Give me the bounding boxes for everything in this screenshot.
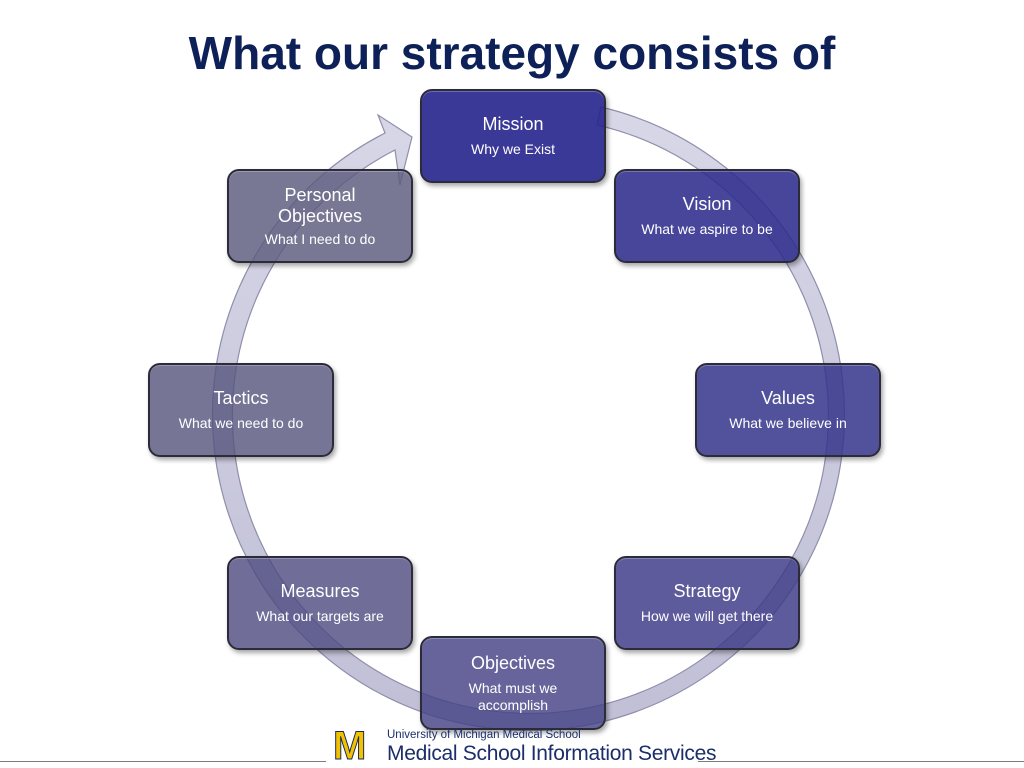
node-mission-title: Mission	[482, 114, 544, 134]
footer-university-text: University of Michigan Medical School	[387, 729, 581, 741]
node-tactics-title: Tactics	[213, 388, 269, 408]
node-measures: Measures What our targets are	[227, 556, 413, 650]
node-mission-subtitle: Why we Exist	[470, 141, 555, 157]
slide-title: What our strategy consists of	[188, 27, 836, 79]
footer-divider-right	[698, 761, 1024, 762]
node-measures-subtitle: What our targets are	[256, 608, 384, 624]
node-objectives-title: Objectives	[470, 652, 556, 673]
node-personal-objectives-title: Personal Objectives	[277, 184, 363, 226]
university-block-m-logo: M	[333, 724, 367, 768]
node-vision-subtitle: What we aspire to be	[641, 221, 773, 237]
node-vision: Vision What we aspire to be	[614, 169, 800, 263]
node-strategy-subtitle: How we will get there	[640, 608, 774, 624]
node-values: Values What we believe in	[695, 363, 881, 457]
node-objectives-subtitle: What must we accomplish	[468, 679, 558, 713]
node-strategy: Strategy How we will get there	[614, 556, 800, 650]
node-objectives: Objectives What must we accomplish	[420, 636, 606, 730]
node-mission: Mission Why we Exist	[420, 89, 606, 183]
node-measures-title: Measures	[280, 581, 360, 601]
node-strategy-title: Strategy	[673, 581, 741, 601]
node-values-subtitle: What we believe in	[729, 415, 847, 431]
node-personal-objectives: Personal Objectives What I need to do	[227, 169, 413, 263]
node-tactics-subtitle: What we need to do	[178, 415, 304, 431]
footer-divider-left	[0, 761, 326, 762]
node-personal-objectives-subtitle: What I need to do	[264, 230, 376, 247]
node-tactics: Tactics What we need to do	[148, 363, 334, 457]
node-vision-title: Vision	[682, 194, 732, 214]
node-values-title: Values	[761, 388, 815, 408]
footer-department-text: Medical School Information Services	[387, 742, 717, 765]
